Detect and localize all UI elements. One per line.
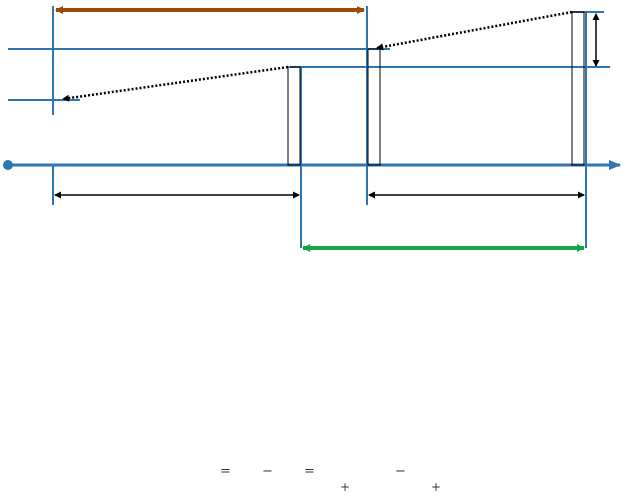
- vertical-markers: [52, 6, 587, 248]
- formula-symbol-equals-2: =: [304, 464, 315, 479]
- dotted-arrow-lower: [62, 65, 289, 102]
- pulse-2: [367, 48, 381, 166]
- pulse-1: [287, 66, 301, 166]
- dotted-arrow-upper: [376, 10, 573, 51]
- level-lines: [8, 11, 610, 101]
- pulses: [287, 11, 585, 166]
- time-axis: [3, 160, 621, 170]
- formula-symbol-plus-1: +: [340, 480, 351, 494]
- formula-symbol-equals-1: =: [220, 464, 231, 479]
- formula-symbol-minus-2: −: [395, 464, 406, 479]
- dotted-arrows: [62, 10, 573, 102]
- axis-origin-dot: [3, 160, 13, 170]
- formula-symbol-minus-1: −: [262, 464, 273, 479]
- formula-symbol-plus-2: +: [431, 480, 442, 494]
- pulse-3: [571, 11, 585, 166]
